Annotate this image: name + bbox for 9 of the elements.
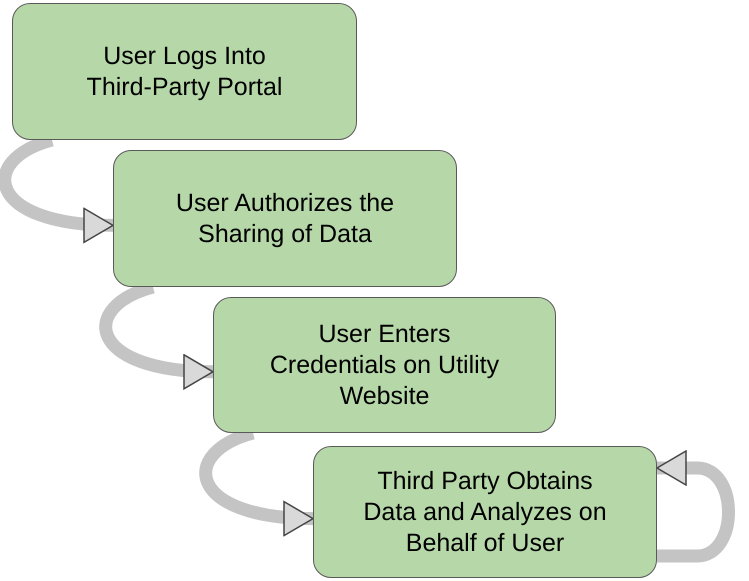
process-box bbox=[313, 446, 657, 578]
process-box bbox=[12, 3, 357, 140]
process-box bbox=[113, 150, 457, 287]
step-text: User Logs Into Third-Party Portal bbox=[86, 40, 284, 102]
process-box bbox=[213, 297, 556, 433]
loop-arrow bbox=[656, 450, 735, 562]
step-text: User Authorizes the Sharing of Data bbox=[174, 188, 396, 250]
step-text: Third Party Obtains Data and Analyzes on Behalf of User bbox=[362, 466, 608, 558]
step-text: User Enters Credentials on Utility Website bbox=[268, 318, 500, 412]
